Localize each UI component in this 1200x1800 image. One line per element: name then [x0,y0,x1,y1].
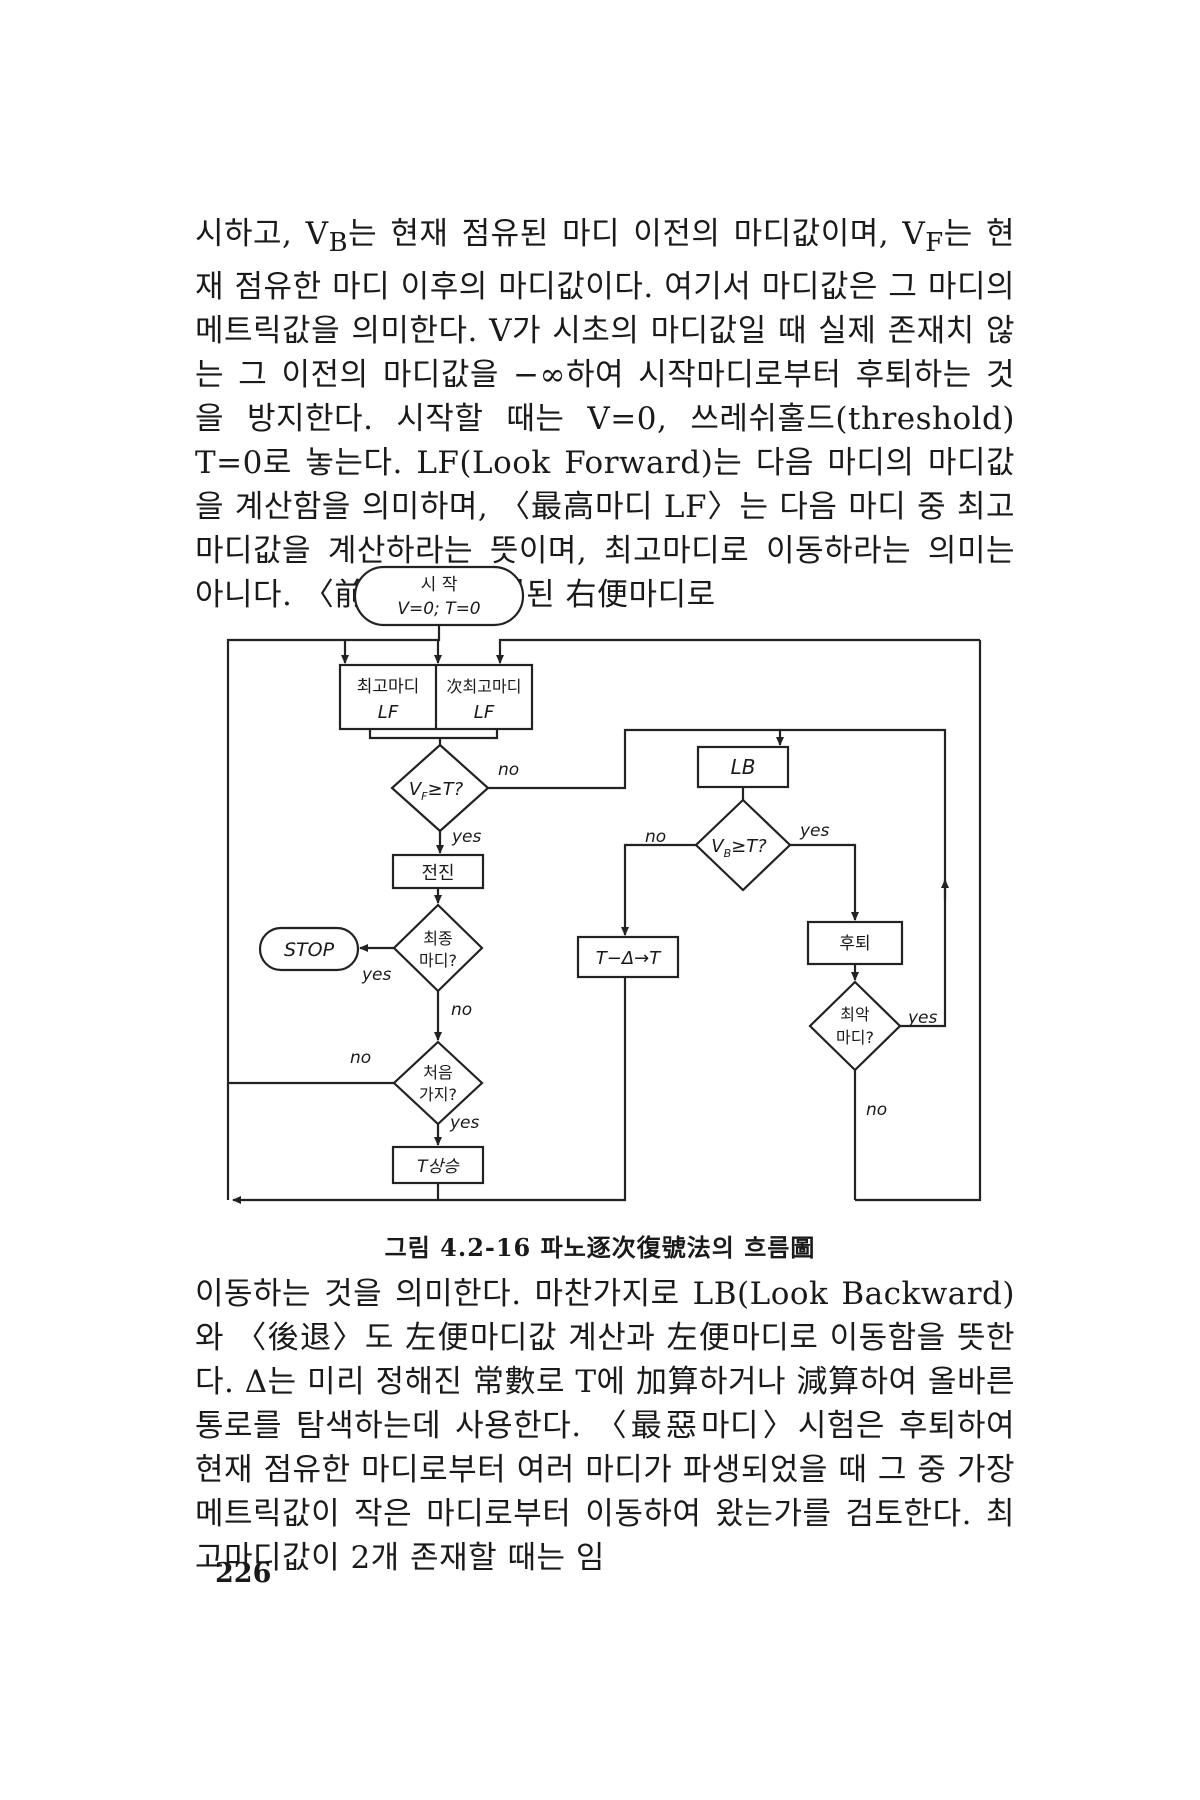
figure-caption: 그림 4.2-16 파노逐次復號法의 흐름圖 [384,1233,816,1262]
vf-no-line [488,728,784,790]
lb-label: LB [731,755,756,779]
vb-decision [694,798,792,892]
paragraph-top: 시하고, VB는 현재 점유된 마디 이전의 마디값이며, VF는 현재 점유한… [195,212,1015,617]
paragraph-top-text: 시하고, VB는 현재 점유된 마디 이전의 마디값이며, VF는 현재 점유한… [195,212,1015,617]
vf-decision-label: VF≥T? [409,779,464,803]
lf-left-label-1: 최고마디 [357,677,420,697]
final-node-decision [392,903,484,993]
vb-yes-label: yes [799,821,830,841]
backtrack-box [806,920,904,966]
vb-decision-label: VB≥T? [711,836,767,860]
vb-decision-rest: ≥T? [731,836,767,857]
subscript-f: F [925,228,944,259]
t-up-label: T상승 [417,1157,460,1177]
lf-right-label-2: LF [474,702,495,723]
advance-label: 전진 [421,863,454,884]
page-number: 226 [215,1558,272,1589]
loop-top-line [496,638,980,664]
bottom-return-line [232,993,627,1204]
first-branch-decision [392,1040,484,1126]
first-branch-label-2: 가지? [419,1085,457,1104]
t-minus-box [576,935,680,979]
first-no-label: no [350,1048,371,1068]
final-node-label-1: 최종 [423,929,452,948]
final-node-label-2: 마디? [419,951,457,970]
final-no-label: no [451,1000,472,1020]
vb-decision-v: V [711,836,725,857]
paragraph-top-seg-1: 시하고, V [195,216,329,252]
vf-decision-v: V [409,779,423,800]
start-label: 시 작 [421,575,458,595]
loop-right-line [855,640,982,1202]
stop-terminal [258,926,360,972]
advance-box [391,853,485,890]
paragraph-top-seg-2: 는 현재 점유된 마디 이전의 마디값이며, V [348,216,926,252]
vb-decision-sub: B [724,847,732,860]
stop-label: STOP [284,939,335,961]
subscript-b: B [328,228,349,259]
lf-right-label-1: 次최고마디 [447,677,522,696]
vb-no-label: no [645,827,666,847]
vf-no-label: no [498,760,519,780]
paragraph-bottom: 이동하는 것을 의미한다. 마찬가지로 LB(Look Backward)와 〈… [195,1272,1015,1580]
worst-node-decision [808,980,902,1072]
worst-node-label-1: 최악 [840,1005,870,1024]
vf-decision-rest: ≥T? [428,779,464,800]
vf-decision-sub: F [421,790,428,803]
vb-yes-arrow [790,843,859,921]
worst-yes-label: yes [907,1008,938,1028]
paragraph-top-seg-3: 는 현재 점유한 마디 이후의 마디값이다. 여기서 마디값은 그 마디의 메트… [195,216,1015,614]
worst-no-label: no [866,1100,887,1120]
vf-yes-label: yes [451,827,482,847]
loop-left-line [226,625,441,1200]
first-branch-label-1: 처음 [423,1063,452,1082]
first-yes-label: yes [449,1113,480,1133]
worst-yes-line [780,728,947,1028]
t-minus-label: T−Δ→T [596,948,662,969]
start-init: V=0; T=0 [397,599,480,619]
lb-box [696,745,790,789]
final-yes-label: yes [361,965,392,985]
paragraph-bottom-text: 이동하는 것을 의미한다. 마찬가지로 LB(Look Backward)와 〈… [195,1276,1015,1576]
backtrack-label: 후퇴 [839,934,870,954]
worst-node-label-2: 마디? [836,1028,874,1047]
lf-left-label-2: LF [378,702,399,723]
vb-no-arrow [621,843,696,936]
lf-merge-line [368,729,499,740]
